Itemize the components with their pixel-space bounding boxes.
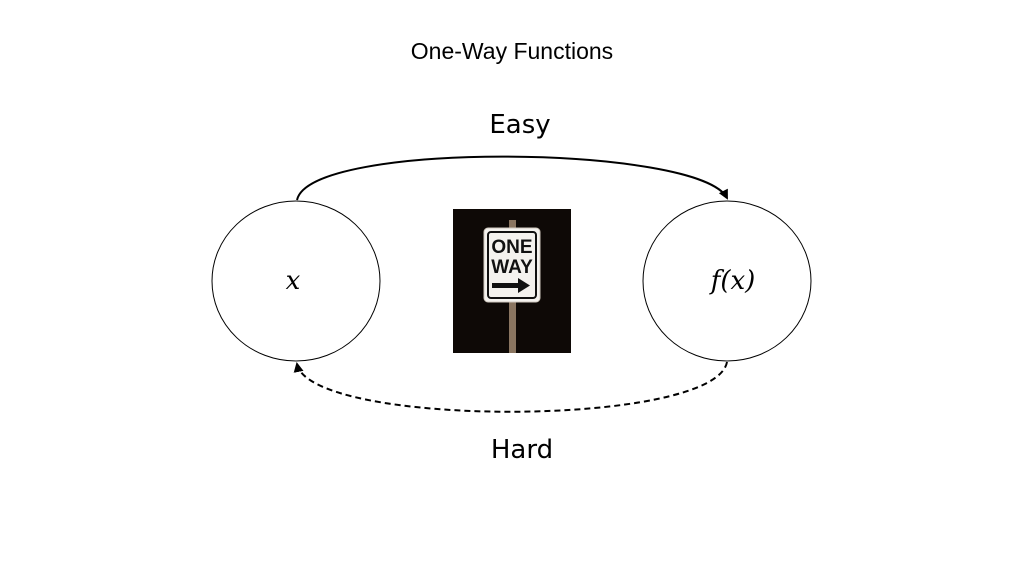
easy-label: Easy xyxy=(489,110,551,140)
right-arrow-icon xyxy=(492,278,530,293)
easy-arrow xyxy=(296,155,728,201)
input-node: x xyxy=(211,200,381,362)
output-node: f(x) xyxy=(642,200,812,362)
one-way-sign-image: ONE WAY xyxy=(453,209,571,353)
sign-line-two: WAY xyxy=(491,257,533,278)
input-node-label: x xyxy=(286,266,301,296)
hard-label: Hard xyxy=(490,435,554,465)
slide-title: One-Way Functions xyxy=(410,38,614,64)
output-node-label: f(x) xyxy=(709,266,756,296)
hard-arrow xyxy=(293,361,728,413)
sign-line-one: ONE xyxy=(491,237,532,258)
